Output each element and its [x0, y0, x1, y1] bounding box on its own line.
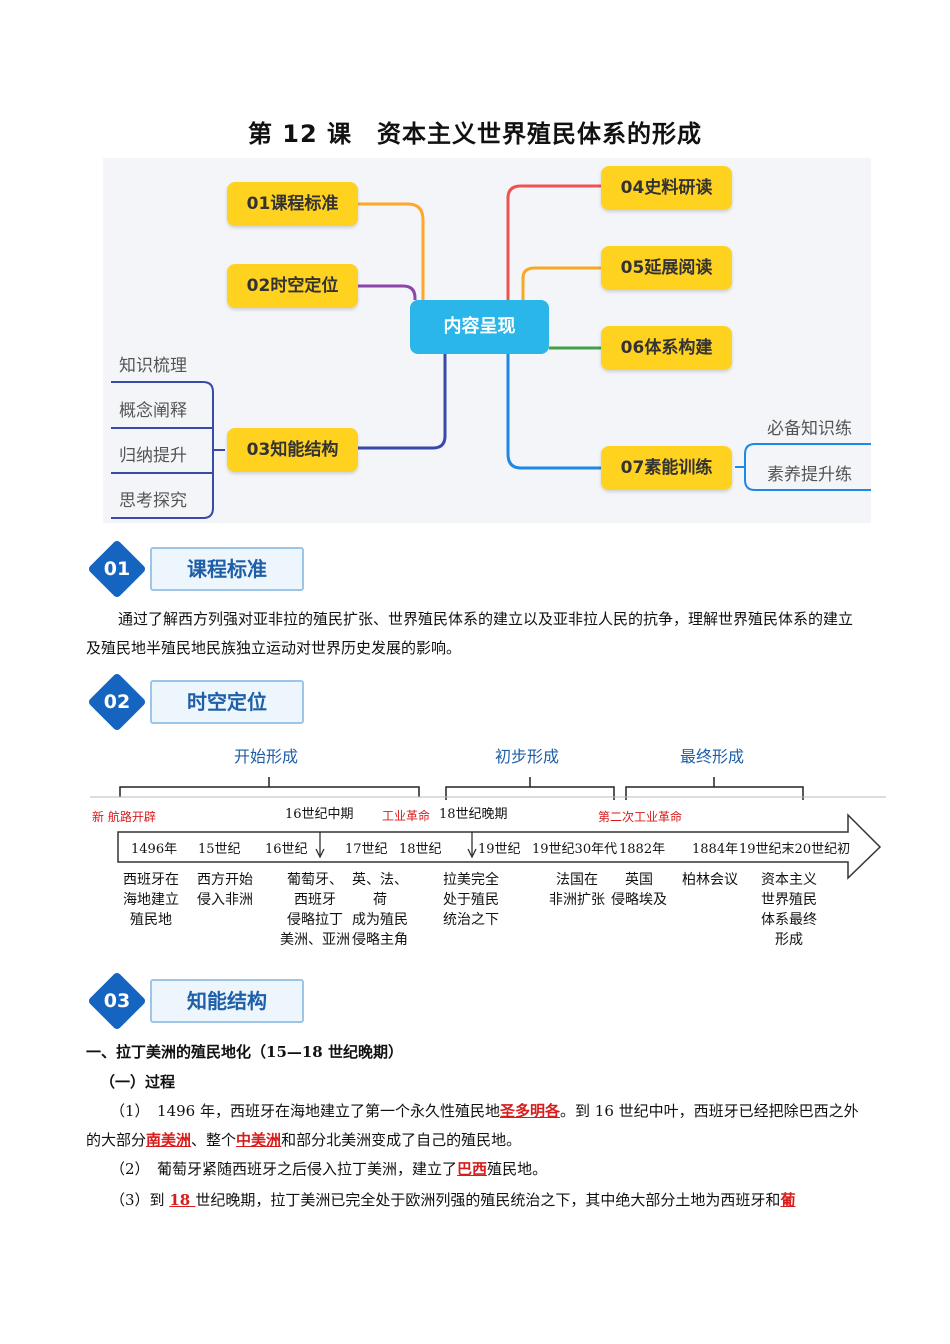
sub-explore: 思考探究	[119, 491, 187, 511]
paragraph-2: （2） 葡萄牙紧随西班牙之后侵入拉丁美洲，建立了巴西殖民地。	[110, 1160, 548, 1178]
mark-label: 16世纪中期	[285, 807, 354, 822]
timeline-event: 柏林会议	[682, 872, 738, 888]
section-label: 时空定位	[150, 680, 304, 724]
keyword: 圣多明各	[500, 1102, 561, 1120]
tick-label: 18世纪	[399, 842, 442, 857]
section-number: 02	[103, 691, 131, 713]
heading-1: 一、拉丁美洲的殖民地化（15—18 世纪晚期）	[86, 1043, 403, 1061]
node-05: 05延展阅读	[601, 246, 732, 290]
phase-label: 开始形成	[234, 747, 299, 766]
mind-map-center: 内容呈现	[410, 300, 549, 354]
section-label: 课程标准	[150, 547, 304, 591]
node-07: 07素能训练	[601, 446, 732, 490]
paragraph-3: （3）到 18 世纪晚期，拉丁美洲已完全处于欧洲列强的殖民统治之下，其中绝大部分…	[110, 1191, 796, 1209]
section-number: 03	[103, 990, 131, 1012]
keyword: 18	[169, 1191, 196, 1209]
node-06: 06体系构建	[601, 326, 732, 370]
mind-map: 内容呈现 01课程标准 02时空定位 03知能结构 04史料研读 05延展阅读 …	[103, 158, 871, 523]
timeline-event: 法国在 非洲扩张	[549, 872, 605, 908]
section-header-02: 02 时空定位	[87, 672, 316, 732]
tick-label: 19世纪30年代	[532, 842, 618, 857]
phase-label: 初步形成	[495, 747, 560, 766]
node-03: 03知能结构	[227, 428, 358, 472]
node-01: 01课程标准	[227, 182, 358, 226]
tick-label: 1882年	[619, 842, 666, 857]
sub-essential: 必备知识练	[767, 419, 852, 439]
timeline-event: 西方开始 侵入非洲	[197, 872, 253, 908]
tick-label: 1884年	[692, 842, 739, 857]
timeline-event: 拉美完全 处于殖民 统治之下	[443, 872, 499, 928]
page-title: 第 12 课 资本主义世界殖民体系的形成	[247, 120, 703, 148]
timeline-event: 葡萄牙、 西班牙 侵略拉丁 美洲、亚洲	[280, 872, 350, 948]
node-02: 02时空定位	[227, 264, 358, 308]
section-label: 知能结构	[150, 979, 304, 1023]
tick-label: 15世纪	[198, 842, 241, 857]
section-number: 01	[103, 558, 131, 580]
heading-2: （一）过程	[100, 1073, 176, 1091]
keyword: 南美洲	[146, 1131, 192, 1149]
phase-label: 最终形成	[680, 747, 745, 766]
tick-label: 19世纪末20世纪初	[739, 842, 851, 857]
paragraph-1: （1） 1496 年，西班牙在海地建立了第一个永久性殖民地圣多明各。到 16 世…	[86, 1102, 859, 1149]
standard-paragraph: 通过了解西方列强对亚非拉的殖民扩张、世界殖民体系的建立以及亚非拉人民的抗争，理解…	[86, 610, 854, 657]
keyword: 葡	[780, 1191, 796, 1209]
red-label: 新 航路开辟	[92, 810, 156, 824]
sub-concept: 概念阐释	[119, 401, 187, 421]
section-header-01: 01 课程标准	[87, 539, 316, 599]
sub-summary: 归纳提升	[119, 446, 187, 466]
tick-label: 19世纪	[478, 842, 521, 857]
keyword: 巴西	[457, 1160, 488, 1178]
red-label: 工业革命	[382, 809, 431, 823]
timeline-event: 西班牙在 海地建立 殖民地	[123, 872, 179, 928]
tick-label: 16世纪	[265, 842, 308, 857]
sub-knowledge: 知识梳理	[119, 356, 187, 376]
node-04: 04史料研读	[601, 166, 732, 210]
tick-label: 17世纪	[345, 842, 388, 857]
keyword: 中美洲	[236, 1131, 282, 1149]
timeline-event: 英国 侵略埃及	[611, 872, 667, 908]
section-header-03: 03 知能结构	[87, 971, 316, 1031]
mind-map-connectors	[111, 184, 871, 519]
timeline-lines	[90, 777, 886, 880]
timeline-event: 资本主义 世界殖民 体系最终 形成	[761, 872, 817, 948]
mark-label: 18世纪晚期	[439, 807, 508, 822]
timeline-event: 英、法、荷 成为殖民 侵略主角	[352, 872, 408, 948]
tick-label: 1496年	[131, 842, 178, 857]
sub-literacy: 素养提升练	[767, 465, 852, 485]
red-label: 第二次工业革命	[598, 810, 683, 824]
